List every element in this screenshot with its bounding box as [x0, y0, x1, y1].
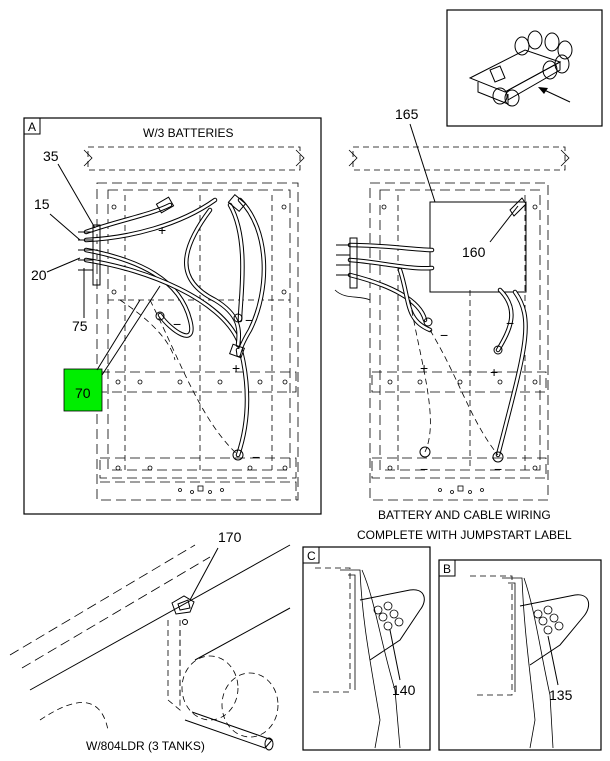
- view-c-frame: [302, 546, 431, 751]
- view-a-letter-box: [23, 117, 41, 135]
- view-c-letter-box: [302, 546, 320, 564]
- svg-text:+: +: [420, 360, 428, 376]
- callout-15: 15: [34, 196, 50, 212]
- view-c-letter: C: [307, 549, 316, 563]
- svg-text:+: +: [490, 364, 498, 380]
- svg-text:+: +: [232, 360, 240, 376]
- jumpstart-label: [429, 201, 527, 293]
- svg-text:−: −: [173, 316, 181, 332]
- truck-locator-inset: [446, 9, 603, 127]
- callout-160: 160: [462, 244, 486, 260]
- view-b-letter: B: [443, 562, 451, 576]
- battery-box-a: + + − − −: [78, 146, 305, 501]
- callout-70[interactable]: 70: [75, 385, 91, 401]
- svg-text:−: −: [420, 461, 428, 477]
- wiring-caption-line2: COMPLETE WITH JUMPSTART LABEL: [357, 528, 572, 542]
- tanks-caption: W/804LDR (3 TANKS): [86, 739, 205, 753]
- view-a-letter: A: [28, 120, 36, 134]
- view-c: C 140: [302, 546, 431, 751]
- truck-chassis-sketch: [468, 30, 573, 107]
- wiring-caption-line1: BATTERY AND CABLE WIRING: [378, 508, 551, 522]
- callout-135: 135: [549, 687, 573, 703]
- svg-text:−: −: [494, 461, 502, 477]
- svg-text:+: +: [158, 222, 166, 238]
- inset-frame: [446, 9, 603, 127]
- tank-view: 170 W/804LDR (3 TANKS): [9, 529, 291, 753]
- view-b: B 135: [438, 559, 602, 751]
- view-b-frame: [438, 559, 602, 751]
- svg-text:−: −: [506, 315, 514, 331]
- callout-165: 165: [395, 106, 419, 122]
- callout-140: 140: [392, 682, 416, 698]
- callout-170: 170: [218, 529, 242, 545]
- callout-70-highlight[interactable]: [63, 368, 103, 412]
- view-a-title: W/3 BATTERIES: [143, 126, 233, 140]
- callout-20: 20: [31, 267, 47, 283]
- svg-text:−: −: [440, 327, 448, 343]
- battery-wiring-view: + + − − − − 165 160 BATTERY AND CABLE WI…: [334, 106, 572, 542]
- view-b-letter-box: [438, 559, 456, 577]
- callout-35: 35: [43, 148, 59, 164]
- svg-text:−: −: [245, 312, 253, 328]
- callout-75: 75: [72, 318, 88, 334]
- view-a: A W/3 BATTERIES: [23, 117, 322, 515]
- svg-text:−: −: [252, 449, 260, 465]
- view-a-frame: [23, 117, 322, 515]
